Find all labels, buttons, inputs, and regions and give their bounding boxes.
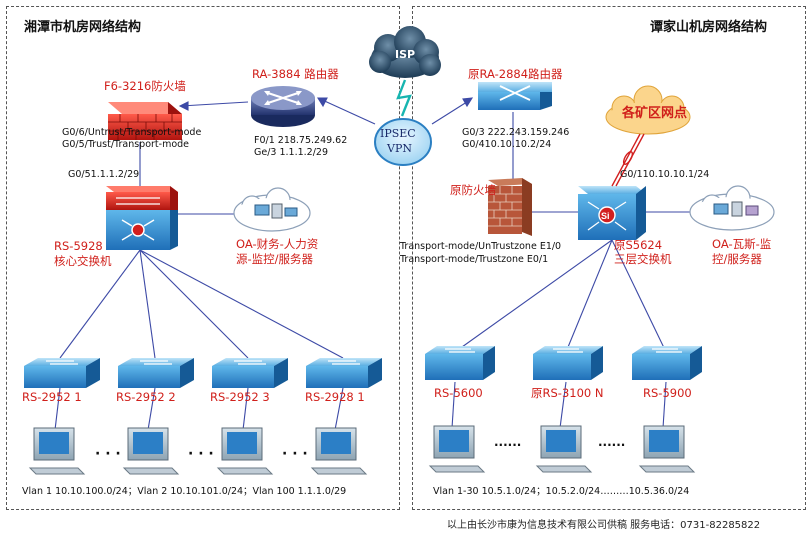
arrow-head-left-router: [317, 97, 328, 108]
ipsec-vpn-node: [374, 118, 432, 166]
right-server-name-1: OA-瓦斯-监: [712, 237, 772, 251]
right-firewall-mode-2: Transport-mode/Trustzone E0/1: [400, 254, 549, 265]
ellipsis-dots-left: · · · · · · · · ·: [95, 446, 308, 462]
link-rcore-sw3: [611, 239, 667, 353]
isp-label: ISP: [395, 48, 416, 61]
link-sw1-pc: [54, 387, 61, 431]
access-switch-icon-right-1: [425, 346, 495, 380]
wan-lightning-icon: [396, 79, 412, 117]
router-icon-right: [478, 82, 552, 110]
link-core-sw3: [139, 249, 249, 359]
svg-text:......: ......: [494, 435, 521, 449]
red-wan-link: [611, 133, 645, 187]
left-switch-label-3: RS-2952 3: [210, 390, 270, 404]
pc-icon-left-3: [216, 427, 274, 475]
left-section-title: 湘潭市机房网络结构: [24, 20, 142, 35]
svg-text:· · ·: · · ·: [188, 446, 214, 462]
left-firewall-name: F6-3216防火墙: [104, 79, 186, 93]
svg-text:......: ......: [598, 435, 625, 449]
left-uplink-port: G0/51.1.1.2/29: [68, 169, 140, 180]
right-core-name-1: 原S5624: [614, 238, 663, 252]
link-sw2-pc: [147, 387, 156, 431]
access-switch-icon-left-1: [24, 358, 100, 388]
isp-cloud-icon: [369, 26, 441, 78]
svg-text:Si: Si: [601, 211, 610, 221]
right-vlan-info: Vlan 1-30 10.5.1.0/24；10.5.2.0/24………10.5…: [433, 486, 690, 497]
right-switch-label-1: RS-5600: [434, 386, 483, 400]
pc-icon-left-2: [122, 427, 180, 475]
left-switch-label-2: RS-2952 2: [116, 390, 176, 404]
arrow-router-firewall: [180, 101, 249, 107]
left-router-name: RA-3884 路由器: [252, 67, 339, 81]
right-router-port-1: G0/3 222.243.159.246: [462, 127, 570, 138]
arrow-head-right-router: [462, 97, 474, 108]
link-sw4-pc: [334, 387, 344, 431]
access-switch-icon-right-2: [533, 346, 603, 380]
pc-icon-left-4: [310, 427, 368, 475]
right-core-name-2: 三层交换机: [614, 252, 672, 266]
link-lines: [54, 112, 690, 431]
link-rcore-sw1: [454, 239, 613, 353]
core-switch-icon-left: [106, 186, 178, 250]
mining-sites-cloud-icon: [605, 85, 691, 135]
link-core-sw2: [139, 249, 156, 359]
vpn-label-line1: IPSEC: [380, 127, 416, 140]
left-switch-label-4: RS-2928 1: [305, 390, 365, 404]
link-rsw1-pc: [451, 381, 456, 429]
arrow-vpn-right: [431, 99, 471, 125]
right-switch-label-3: RS-5900: [643, 386, 692, 400]
left-region: [6, 6, 400, 510]
access-switch-icon-left-2: [118, 358, 194, 388]
right-switch-label-2: 原RS-3100 N: [531, 386, 604, 400]
left-server-name-1: OA-财务-人力资: [236, 237, 319, 251]
firewall-icon-right: [488, 178, 532, 236]
pc-icon-right-1: [428, 425, 486, 473]
link-core-sw4: [139, 249, 344, 359]
left-firewall-port-1: G0/6/Untrust/Transport-mode: [62, 127, 202, 138]
router-icon-left: [251, 86, 315, 127]
link-rsw2-pc: [559, 381, 567, 429]
pc-icon-right-3: [638, 425, 696, 473]
vpn-arrows: [178, 97, 474, 125]
server-cloud-icon-left: [233, 187, 311, 232]
right-region: [412, 6, 806, 510]
access-switch-icon-left-3: [212, 358, 288, 388]
left-switch-label-1: RS-2952 1: [22, 390, 82, 404]
pc-icon-left-1: [28, 427, 86, 475]
firewall-icon: [108, 102, 182, 140]
link-core-sw1: [59, 249, 141, 359]
left-firewall-port-2: G0/5/Trust/Transport-mode: [62, 139, 190, 150]
ellipsis-dots-right: ...... ......: [494, 435, 625, 449]
right-server-name-2: 控/服务器: [712, 252, 762, 266]
left-server-name-2: 源-监控/服务器: [236, 252, 314, 266]
left-core-name-2: 核心交换机: [54, 254, 112, 268]
left-vlan-info: Vlan 1 10.10.100.0/24；Vlan 2 10.10.101.0…: [22, 486, 347, 497]
right-cloud-label: 各矿区网点: [622, 106, 688, 121]
l3-switch-icon-right: Si: [578, 186, 646, 240]
svg-text:· · ·: · · ·: [282, 446, 308, 462]
right-router-name: 原RA-2884路由器: [468, 67, 563, 81]
footer-credit: 以上由长沙市康为信息技术有限公司供稿 服务电话：0731-82285822: [447, 520, 761, 531]
right-firewall-name: 原防火墙: [450, 183, 496, 197]
link-sw3-pc: [242, 387, 249, 431]
vpn-label-line2: VPN: [387, 142, 412, 155]
left-router-port-1: F0/1 218.75.249.62: [254, 135, 348, 146]
right-section-title: 谭家山机房网络结构: [650, 20, 768, 35]
pc-icon-right-2: [535, 425, 593, 473]
access-switch-icon-right-3: [632, 346, 702, 380]
link-rcore-sw2: [565, 239, 613, 353]
right-router-port-2: G0/410.10.10.2/24: [462, 139, 552, 150]
left-router-port-2: Ge/3 1.1.1.2/29: [254, 147, 328, 158]
link-rsw3-pc: [662, 381, 667, 429]
arrow-vpn-left: [317, 97, 376, 125]
arrow-head-firewall: [178, 101, 189, 111]
right-firewall-mode-1: Transport-mode/UnTrustzone E1/0: [400, 241, 562, 252]
server-cloud-icon-right: [689, 185, 775, 231]
left-core-name-1: RS-5928: [54, 239, 103, 253]
svg-text:· · ·: · · ·: [95, 446, 121, 462]
right-uplink-port: G0/110.10.10.1/24: [620, 169, 710, 180]
access-switch-icon-left-4: [306, 358, 382, 388]
